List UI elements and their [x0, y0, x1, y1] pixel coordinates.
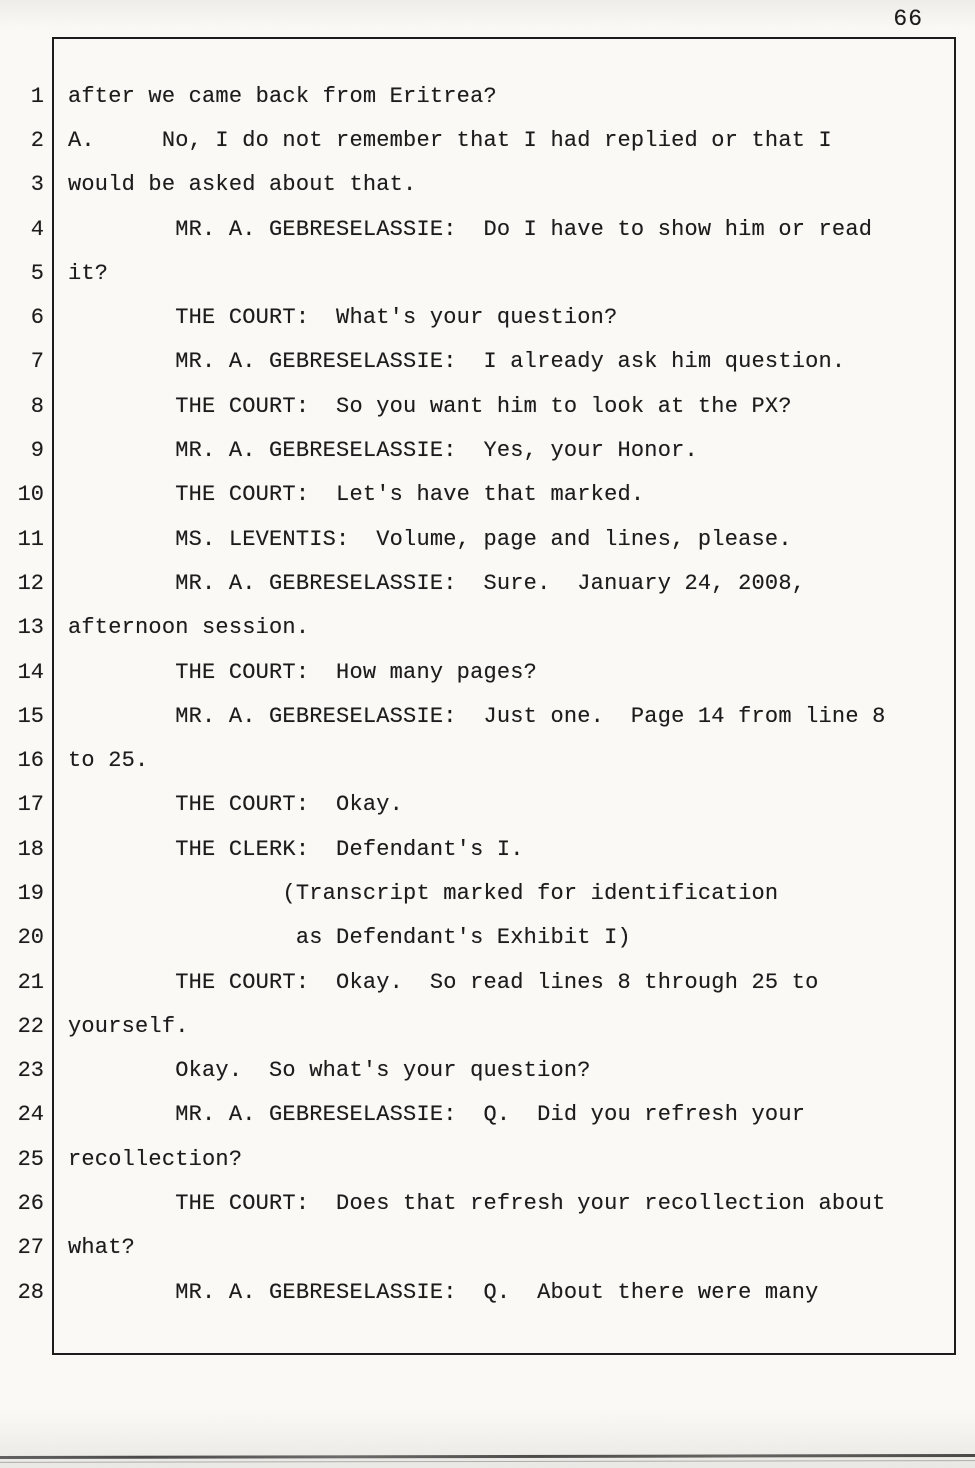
line-number: 12 — [17, 570, 44, 596]
line-number: 25 — [17, 1146, 44, 1172]
line-number: 15 — [17, 703, 44, 729]
line-text: THE COURT: Okay. — [68, 792, 404, 818]
line-number: 13 — [17, 615, 44, 641]
transcript-line: 1 after we came back from Eritrea? — [0, 74, 975, 118]
line-text: THE COURT: Does that refresh your recoll… — [68, 1191, 886, 1217]
line-text: MS. LEVENTIS: Volume, page and lines, pl… — [68, 526, 792, 552]
scan-artifact-line — [0, 1453, 975, 1460]
transcript-line: 10 THE COURT: Let's have that marked. — [0, 473, 975, 517]
line-text: THE CLERK: Defendant's I. — [68, 836, 524, 862]
line-text: MR. A. GEBRESELASSIE: Sure. January 24, … — [68, 570, 806, 596]
line-text: A. No, I do not remember that I had repl… — [68, 127, 832, 153]
transcript-lines: 1 after we came back from Eritrea? 2 A. No,… — [0, 74, 975, 1314]
line-text: MR. A. GEBRESELASSIE: Just one. Page 14 … — [68, 703, 886, 729]
line-text: MR. A. GEBRESELASSIE: Do I have to show … — [68, 216, 873, 242]
line-text: as Defendant's Exhibit I) — [68, 925, 631, 951]
line-text: THE COURT: What's your question? — [68, 305, 618, 331]
transcript-line: 12 MR. A. GEBRESELASSIE: Sure. January 2… — [0, 561, 975, 605]
transcript-line: 14 THE COURT: How many pages? — [0, 650, 975, 694]
line-number: 16 — [17, 748, 44, 774]
transcript-line: 4 MR. A. GEBRESELASSIE: Do I have to sho… — [0, 207, 975, 251]
line-number: 21 — [17, 969, 44, 995]
line-text: what? — [68, 1235, 136, 1261]
transcript-line: 8 THE COURT: So you want him to look at … — [0, 384, 975, 428]
transcript-line: 27 what? — [0, 1226, 975, 1270]
transcript-line: 11 MS. LEVENTIS: Volume, page and lines,… — [0, 517, 975, 561]
line-number: 23 — [17, 1058, 44, 1084]
transcript-line: 9 MR. A. GEBRESELASSIE: Yes, your Honor. — [0, 428, 975, 472]
line-number: 24 — [17, 1102, 44, 1128]
line-number: 22 — [17, 1013, 44, 1039]
transcript-border — [52, 37, 956, 1355]
transcript-line: 24 MR. A. GEBRESELASSIE: Q. Did you refr… — [0, 1093, 975, 1137]
page-number: 66 — [893, 6, 923, 32]
line-text: recollection? — [68, 1146, 243, 1172]
transcript-line: 26 THE COURT: Does that refresh your rec… — [0, 1181, 975, 1225]
line-number: 17 — [17, 792, 44, 818]
line-text: MR. A. GEBRESELASSIE: Q. About there wer… — [68, 1279, 819, 1305]
transcript-line: 15 MR. A. GEBRESELASSIE: Just one. Page … — [0, 694, 975, 738]
line-text: MR. A. GEBRESELASSIE: Yes, your Honor. — [68, 438, 698, 464]
line-number: 27 — [17, 1235, 44, 1261]
line-number: 26 — [17, 1191, 44, 1217]
line-text: it? — [68, 260, 109, 286]
line-number: 8 — [30, 393, 44, 419]
line-number: 28 — [17, 1279, 44, 1305]
transcript-line: 28 MR. A. GEBRESELASSIE: Q. About there … — [0, 1270, 975, 1314]
line-text: afternoon session. — [68, 615, 310, 641]
line-number: 7 — [30, 349, 44, 375]
transcript-line: 13 afternoon session. — [0, 606, 975, 650]
transcript-line: 5 it? — [0, 251, 975, 295]
line-number: 10 — [17, 482, 44, 508]
line-number: 9 — [30, 438, 44, 464]
line-text: would be asked about that. — [68, 172, 417, 198]
line-text: after we came back from Eritrea? — [68, 83, 497, 109]
line-number: 18 — [17, 836, 44, 862]
line-number: 4 — [30, 216, 44, 242]
transcript-line: 25 recollection? — [0, 1137, 975, 1181]
line-text: THE COURT: So you want him to look at th… — [68, 393, 792, 419]
line-number: 11 — [17, 526, 44, 552]
line-text: yourself. — [68, 1013, 189, 1039]
line-number: 3 — [30, 172, 44, 198]
transcript-line: 22 yourself. — [0, 1004, 975, 1048]
line-text: (Transcript marked for identification — [68, 880, 779, 906]
line-number: 14 — [17, 659, 44, 685]
line-number: 6 — [30, 305, 44, 331]
transcript-line: 6 THE COURT: What's your question? — [0, 295, 975, 339]
transcript-line: 21 THE COURT: Okay. So read lines 8 thro… — [0, 960, 975, 1004]
line-text: to 25. — [68, 748, 149, 774]
line-text: THE COURT: How many pages? — [68, 659, 538, 685]
transcript-line: 20 as Defendant's Exhibit I) — [0, 916, 975, 960]
transcript-line: 16 to 25. — [0, 738, 975, 782]
transcript-line: 17 THE COURT: Okay. — [0, 783, 975, 827]
line-text: Okay. So what's your question? — [68, 1058, 591, 1084]
transcript-line: 7 MR. A. GEBRESELASSIE: I already ask hi… — [0, 340, 975, 384]
transcript-line: 3 would be asked about that. — [0, 163, 975, 207]
line-number: 5 — [30, 260, 44, 286]
transcript-line: 19 (Transcript marked for identification — [0, 871, 975, 915]
transcript-line: 18 THE CLERK: Defendant's I. — [0, 827, 975, 871]
line-number: 20 — [17, 925, 44, 951]
line-text: THE COURT: Let's have that marked. — [68, 482, 645, 508]
line-text: THE COURT: Okay. So read lines 8 through… — [68, 969, 819, 995]
line-text: MR. A. GEBRESELASSIE: I already ask him … — [68, 349, 846, 375]
scan-artifact-line-secondary — [0, 1460, 975, 1463]
line-text: MR. A. GEBRESELASSIE: Q. Did you refresh… — [68, 1102, 806, 1128]
transcript-line: 2 A. No, I do not remember that I had rep… — [0, 118, 975, 162]
line-number: 19 — [17, 880, 44, 906]
line-number: 1 — [30, 83, 44, 109]
line-number: 2 — [30, 127, 44, 153]
transcript-line: 23 Okay. So what's your question? — [0, 1049, 975, 1093]
